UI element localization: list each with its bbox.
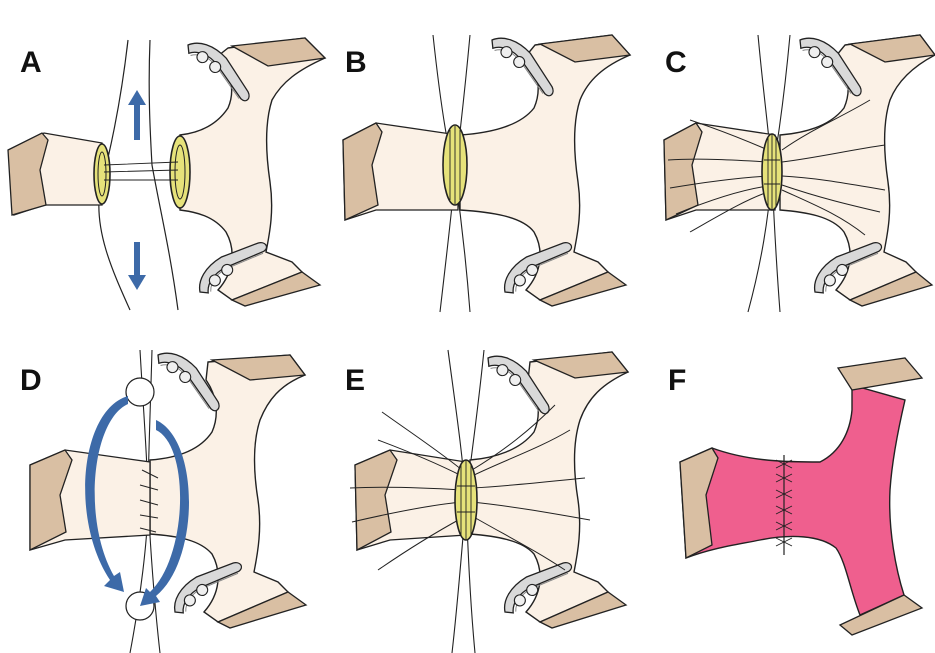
panel-c: C: [664, 35, 935, 312]
panel-b: B: [343, 35, 630, 312]
panel-label-e: E: [345, 364, 365, 397]
panel-label-c: C: [665, 46, 687, 79]
panel-d: D: [20, 350, 306, 653]
traction-arrow-down: [128, 242, 146, 290]
panel-e: E: [345, 350, 628, 653]
panel-a: A: [8, 38, 325, 310]
panel-f: F: [668, 358, 922, 635]
panel-label-d: D: [20, 364, 42, 397]
panel-label-b: B: [345, 46, 367, 79]
anastomosed-vessel: [680, 385, 905, 615]
panel-label-a: A: [20, 46, 42, 79]
panel-label-f: F: [668, 364, 686, 397]
traction-arrow-up: [128, 90, 146, 140]
